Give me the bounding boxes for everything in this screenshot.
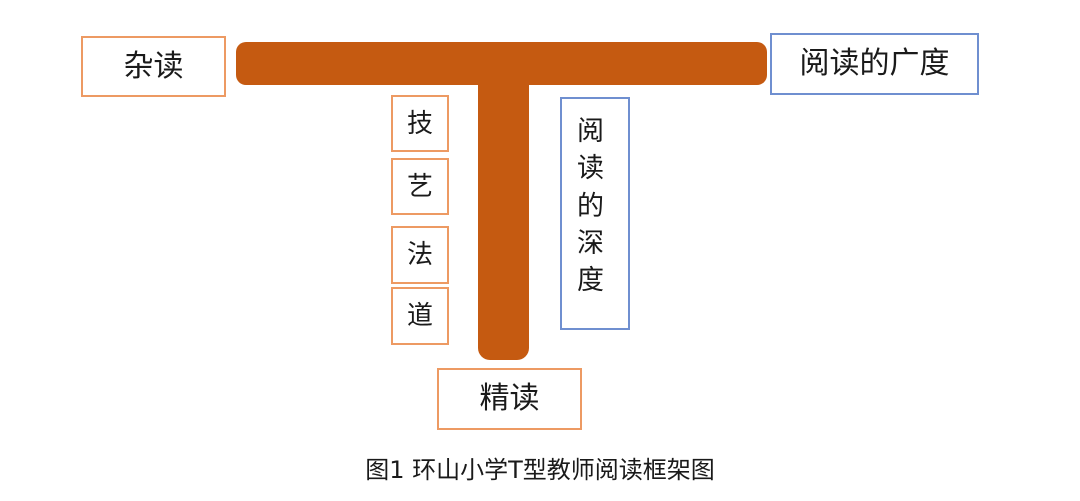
method-box-ji: 技 (391, 95, 449, 152)
t-bar-horizontal (236, 42, 767, 85)
method-label-yi: 艺 (406, 171, 433, 202)
figure-caption: 图1 环山小学T型教师阅读框架图 (365, 456, 715, 484)
reading-breadth-box: 阅读的广度 (770, 33, 979, 95)
method-box-yi: 艺 (391, 158, 449, 215)
method-box-dao: 道 (391, 287, 449, 345)
method-label-dao: 道 (406, 301, 433, 331)
method-label-ji: 技 (406, 108, 433, 139)
intensive-reading-box: 精读 (437, 368, 582, 430)
reading-depth-box: 阅 读 的 深度 (560, 97, 630, 330)
t-bar-vertical (478, 78, 529, 360)
intensive-reading-label: 精读 (479, 381, 540, 416)
casual-reading-label: 杂读 (123, 48, 184, 84)
reading-depth-label: 阅 读 的 深度 (577, 116, 604, 296)
method-box-fa: 法 (391, 226, 449, 284)
method-label-fa: 法 (406, 240, 433, 270)
casual-reading-box: 杂读 (81, 36, 226, 97)
reading-breadth-label: 阅读的广度 (799, 46, 950, 81)
